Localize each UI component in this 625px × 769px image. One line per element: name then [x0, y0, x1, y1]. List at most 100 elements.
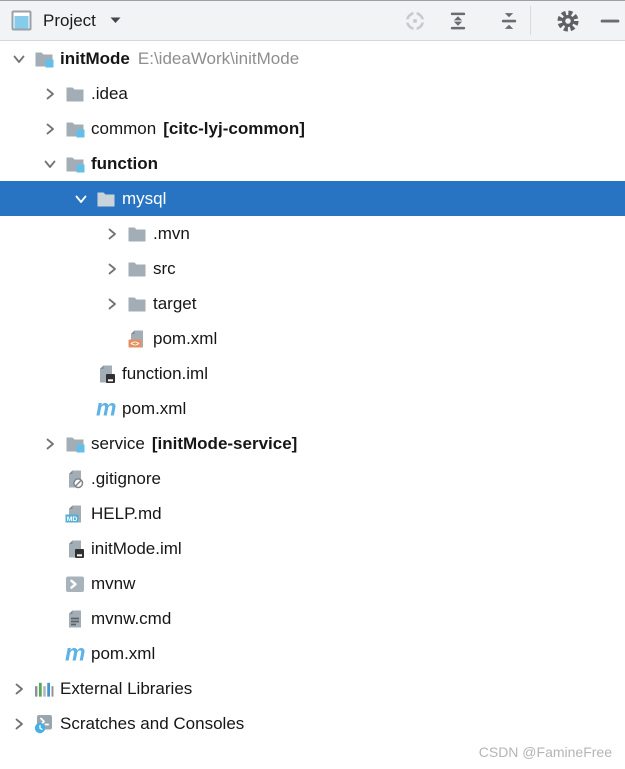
project-view-selector[interactable]: Project	[0, 10, 121, 31]
chevron-spacer	[70, 363, 92, 385]
module-folder-icon	[65, 119, 85, 139]
minimize-icon[interactable]	[597, 8, 623, 34]
folder-icon	[127, 224, 147, 244]
chevron-down-icon[interactable]	[8, 48, 30, 70]
chevron-spacer	[39, 643, 61, 665]
markdown-file-icon: MD	[65, 504, 85, 524]
watermark: CSDN @FamineFree	[478, 744, 612, 760]
maven-file-icon: m	[65, 644, 85, 664]
chevron-right-icon[interactable]	[101, 258, 123, 280]
collapse-all-icon[interactable]	[496, 8, 522, 34]
folder-icon	[127, 259, 147, 279]
tree-row-label: .mvn	[153, 223, 190, 243]
toolbar-separator	[530, 6, 531, 35]
chevron-down-icon[interactable]	[70, 188, 92, 210]
tree-row-label: src	[153, 258, 176, 278]
ignored-file-icon	[65, 469, 85, 489]
tree-row-help-md[interactable]: MD HELP.md	[0, 496, 625, 531]
terminal-file-icon	[65, 574, 85, 594]
project-path: E:\ideaWork\initMode	[137, 48, 300, 68]
tree-row-idea[interactable]: .idea	[0, 76, 625, 111]
folder-icon	[65, 84, 85, 104]
chevron-spacer	[39, 538, 61, 560]
chevron-spacer	[39, 608, 61, 630]
module-folder-icon	[65, 154, 85, 174]
chevron-down-icon[interactable]	[39, 153, 61, 175]
project-tree: initMode E:\ideaWork\initMode .idea common […	[0, 41, 625, 741]
tree-row-external-libraries[interactable]: External Libraries	[0, 671, 625, 706]
chevron-right-icon[interactable]	[39, 83, 61, 105]
tree-row-mvn[interactable]: .mvn	[0, 216, 625, 251]
tree-row-label: function	[91, 153, 159, 173]
svg-text:m: m	[96, 399, 116, 419]
chevron-right-icon[interactable]	[39, 433, 61, 455]
tree-row-common[interactable]: common [citc-lyj-common]	[0, 111, 625, 146]
tree-row-gitignore[interactable]: .gitignore	[0, 461, 625, 496]
module-folder-icon	[65, 434, 85, 454]
tree-row-label: initMode.iml	[91, 538, 182, 558]
locate-icon[interactable]	[402, 8, 428, 34]
tree-row-service[interactable]: service [initMode-service]	[0, 426, 625, 461]
tree-row-label: mysql	[122, 188, 167, 208]
text-file-icon	[65, 609, 85, 629]
tree-row-pom-xml[interactable]: <> pom.xml	[0, 321, 625, 356]
chevron-spacer	[39, 468, 61, 490]
tree-row-label: service	[91, 433, 145, 453]
module-name-suffix: [initMode-service]	[151, 433, 298, 453]
tree-row-label: pom.xml	[153, 328, 218, 348]
svg-text:MD: MD	[67, 515, 78, 522]
chevron-spacer	[70, 398, 92, 420]
tree-row-label: .gitignore	[91, 468, 161, 488]
tree-row-label: target	[153, 293, 197, 313]
tree-row-initmode[interactable]: initMode E:\ideaWork\initMode	[0, 41, 625, 76]
chevron-right-icon[interactable]	[101, 223, 123, 245]
chevron-spacer	[101, 328, 123, 350]
tree-row-label: initMode	[60, 48, 130, 68]
maven-file-icon: m	[96, 399, 116, 419]
tree-row-label: mvnw	[91, 573, 136, 593]
external-libraries-icon	[34, 679, 54, 699]
tree-row-pom-xml[interactable]: m pom.xml	[0, 391, 625, 426]
iml-file-icon	[65, 539, 85, 559]
expand-all-icon[interactable]	[445, 8, 471, 34]
svg-text:<>: <>	[130, 338, 140, 347]
chevron-spacer	[39, 573, 61, 595]
project-toolbar: Project	[0, 1, 625, 41]
tree-row-label: HELP.md	[91, 503, 162, 523]
iml-file-icon	[96, 364, 116, 384]
tree-row-function-iml[interactable]: function.iml	[0, 356, 625, 391]
tree-row-mvnw-cmd[interactable]: mvnw.cmd	[0, 601, 625, 636]
module-name-suffix: [citc-lyj-common]	[163, 118, 305, 138]
tree-row-label: .idea	[91, 83, 128, 103]
chevron-right-icon[interactable]	[101, 293, 123, 315]
tree-row-mysql[interactable]: mysql	[0, 181, 625, 216]
tree-row-target[interactable]: target	[0, 286, 625, 321]
tree-row-src[interactable]: src	[0, 251, 625, 286]
tree-row-pom-xml[interactable]: m pom.xml	[0, 636, 625, 671]
tree-row-function[interactable]: function	[0, 146, 625, 181]
gear-icon[interactable]	[555, 8, 581, 34]
folder-icon	[127, 294, 147, 314]
tree-row-label: mvnw.cmd	[91, 608, 172, 628]
folder-icon	[96, 189, 116, 209]
module-folder-icon	[34, 49, 54, 69]
tree-row-mvnw[interactable]: mvnw	[0, 566, 625, 601]
chevron-right-icon[interactable]	[8, 713, 30, 735]
svg-text:m: m	[65, 644, 85, 664]
tree-row-label: function.iml	[122, 363, 208, 383]
tree-row-scratches-and-consoles[interactable]: Scratches and Consoles	[0, 706, 625, 741]
xml-file-icon: <>	[127, 329, 147, 349]
scratches-icon	[34, 714, 54, 734]
chevron-right-icon[interactable]	[39, 118, 61, 140]
chevron-down-icon[interactable]	[110, 17, 121, 24]
chevron-right-icon[interactable]	[8, 678, 30, 700]
project-window-icon	[11, 10, 32, 31]
tree-row-label: pom.xml	[91, 643, 156, 663]
tree-row-label: Scratches and Consoles	[60, 713, 245, 733]
chevron-spacer	[39, 503, 61, 525]
tree-row-label: common	[91, 118, 157, 138]
tree-row-initmode-iml[interactable]: initMode.iml	[0, 531, 625, 566]
tree-row-label: pom.xml	[122, 398, 187, 418]
project-title: Project	[43, 10, 96, 30]
